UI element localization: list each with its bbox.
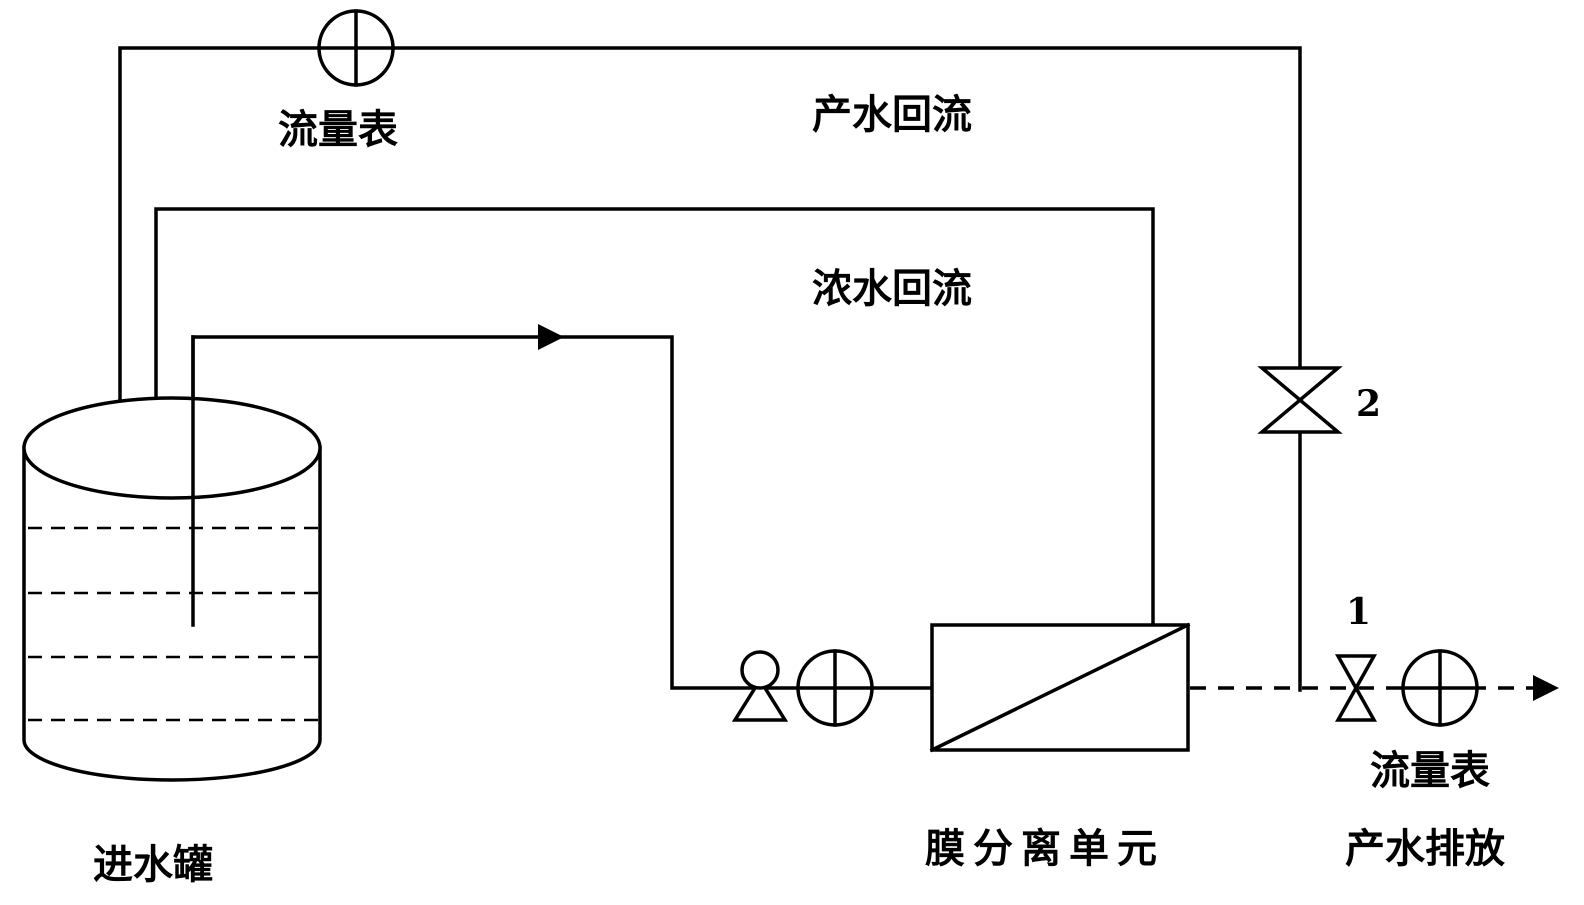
feed-tank xyxy=(22,396,322,782)
feed-direction-arrow xyxy=(538,324,564,350)
product-discharge-label: 产水排放 xyxy=(1345,826,1505,872)
flowmeter-discharge-icon xyxy=(1401,649,1479,727)
valve-2-label: 2 xyxy=(1356,383,1381,425)
pump-icon xyxy=(731,650,789,722)
feed-tank-label: 进水罐 xyxy=(93,842,213,888)
flowmeter-feed-icon xyxy=(796,649,874,727)
valve-1-icon xyxy=(1335,654,1377,722)
flowmeter-bottom-label: 流量表 xyxy=(1370,748,1490,794)
discharge-arrow xyxy=(1533,675,1559,701)
valve-1-label: 1 xyxy=(1346,591,1371,633)
feed-tank-top xyxy=(22,396,322,500)
flowmeter-top-label: 流量表 xyxy=(278,107,398,153)
valve-2-icon xyxy=(1257,366,1343,434)
flowmeter-top-icon xyxy=(317,9,395,87)
product-return-label: 产水回流 xyxy=(812,92,972,138)
feed-tank-body xyxy=(22,446,322,782)
membrane-unit-icon xyxy=(929,622,1191,753)
membrane-unit-label: 膜分离单元 xyxy=(925,826,1165,872)
concentrate-return-pipe xyxy=(154,207,1155,627)
concentrate-return-label: 浓水回流 xyxy=(812,266,972,312)
